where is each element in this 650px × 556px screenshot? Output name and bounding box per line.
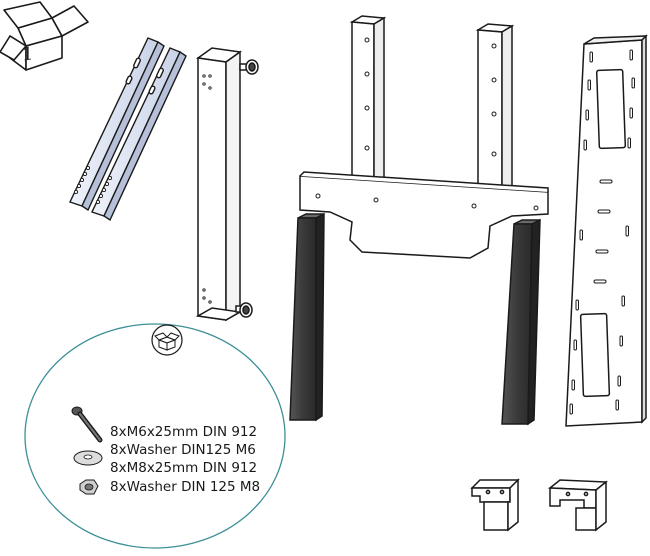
slotted-rail-right bbox=[91, 47, 187, 222]
hardware-label-bolt-m6: 8xM6x25mm DIN 912 bbox=[110, 424, 258, 440]
small-box-icon bbox=[154, 332, 180, 351]
hardware-callout bbox=[24, 323, 286, 549]
u-bracket-right bbox=[547, 479, 609, 532]
adjusting-knob-top bbox=[239, 59, 259, 75]
adjusting-knob-bottom bbox=[235, 302, 253, 318]
u-bracket-left bbox=[470, 478, 520, 532]
hardware-label-washer-m8: 8xWasher DIN 125 M8 bbox=[110, 479, 261, 495]
package-box-icon bbox=[0, 1, 89, 71]
hex-socket-bolt-icon bbox=[71, 406, 103, 443]
hex-nut-icon bbox=[79, 479, 99, 495]
hardware-label-washer-m6: 8xWasher DIN125 M6 bbox=[110, 442, 256, 458]
hardware-label-bolt-m8: 8xM8x25mm DIN 912 bbox=[110, 460, 258, 476]
box-number: 1 bbox=[22, 43, 34, 66]
slotted-rail-left bbox=[69, 37, 165, 212]
long-mounting-plate bbox=[565, 34, 648, 427]
main-frame bbox=[289, 15, 549, 426]
square-tube-column bbox=[195, 47, 259, 322]
washer-icon bbox=[73, 450, 103, 466]
